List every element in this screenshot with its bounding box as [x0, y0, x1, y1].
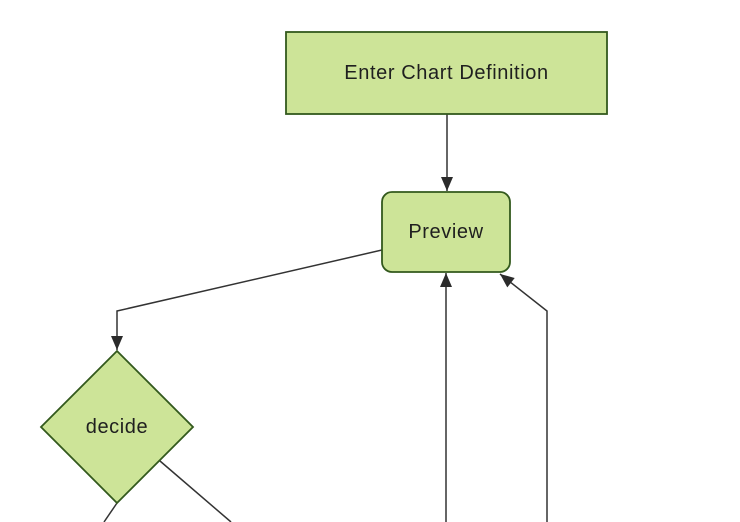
- edge-offscreen-bottom-to-preview: [440, 273, 452, 522]
- edge-decide-to-offscreen-left: [103, 502, 118, 522]
- edge-offscreen-right-to-preview-line: [499, 273, 548, 522]
- node-preview: Preview: [381, 191, 511, 273]
- edge-preview-to-decide-line: [116, 249, 383, 350]
- edge-preview-to-decide-arrowhead-icon: [111, 336, 123, 350]
- edge-decide-to-offscreen-left-line: [103, 502, 118, 522]
- node-enter-chart-definition-shape: [285, 31, 608, 115]
- edge-enter-chart-definition-to-preview: [441, 114, 453, 191]
- node-enter-chart-definition-label: Enter Chart Definition: [344, 62, 548, 84]
- node-decide-label: decide: [86, 416, 149, 438]
- edge-decide-to-offscreen-right: [159, 460, 232, 522]
- node-decide-shape: [39, 349, 195, 505]
- edge-decide-to-offscreen-right-line: [159, 460, 232, 522]
- edge-preview-to-decide: [111, 249, 383, 350]
- node-decide: decide: [39, 349, 195, 505]
- node-preview-label: Preview: [408, 221, 483, 243]
- edge-offscreen-right-to-preview-arrowhead-icon: [500, 274, 515, 288]
- node-preview-shape: [381, 191, 511, 273]
- edge-offscreen-right-to-preview: [499, 273, 548, 522]
- edge-offscreen-bottom-to-preview-arrowhead-icon: [440, 273, 452, 287]
- edge-enter-chart-definition-to-preview-arrowhead-icon: [441, 177, 453, 191]
- node-enter-chart-definition: Enter Chart Definition: [285, 31, 608, 115]
